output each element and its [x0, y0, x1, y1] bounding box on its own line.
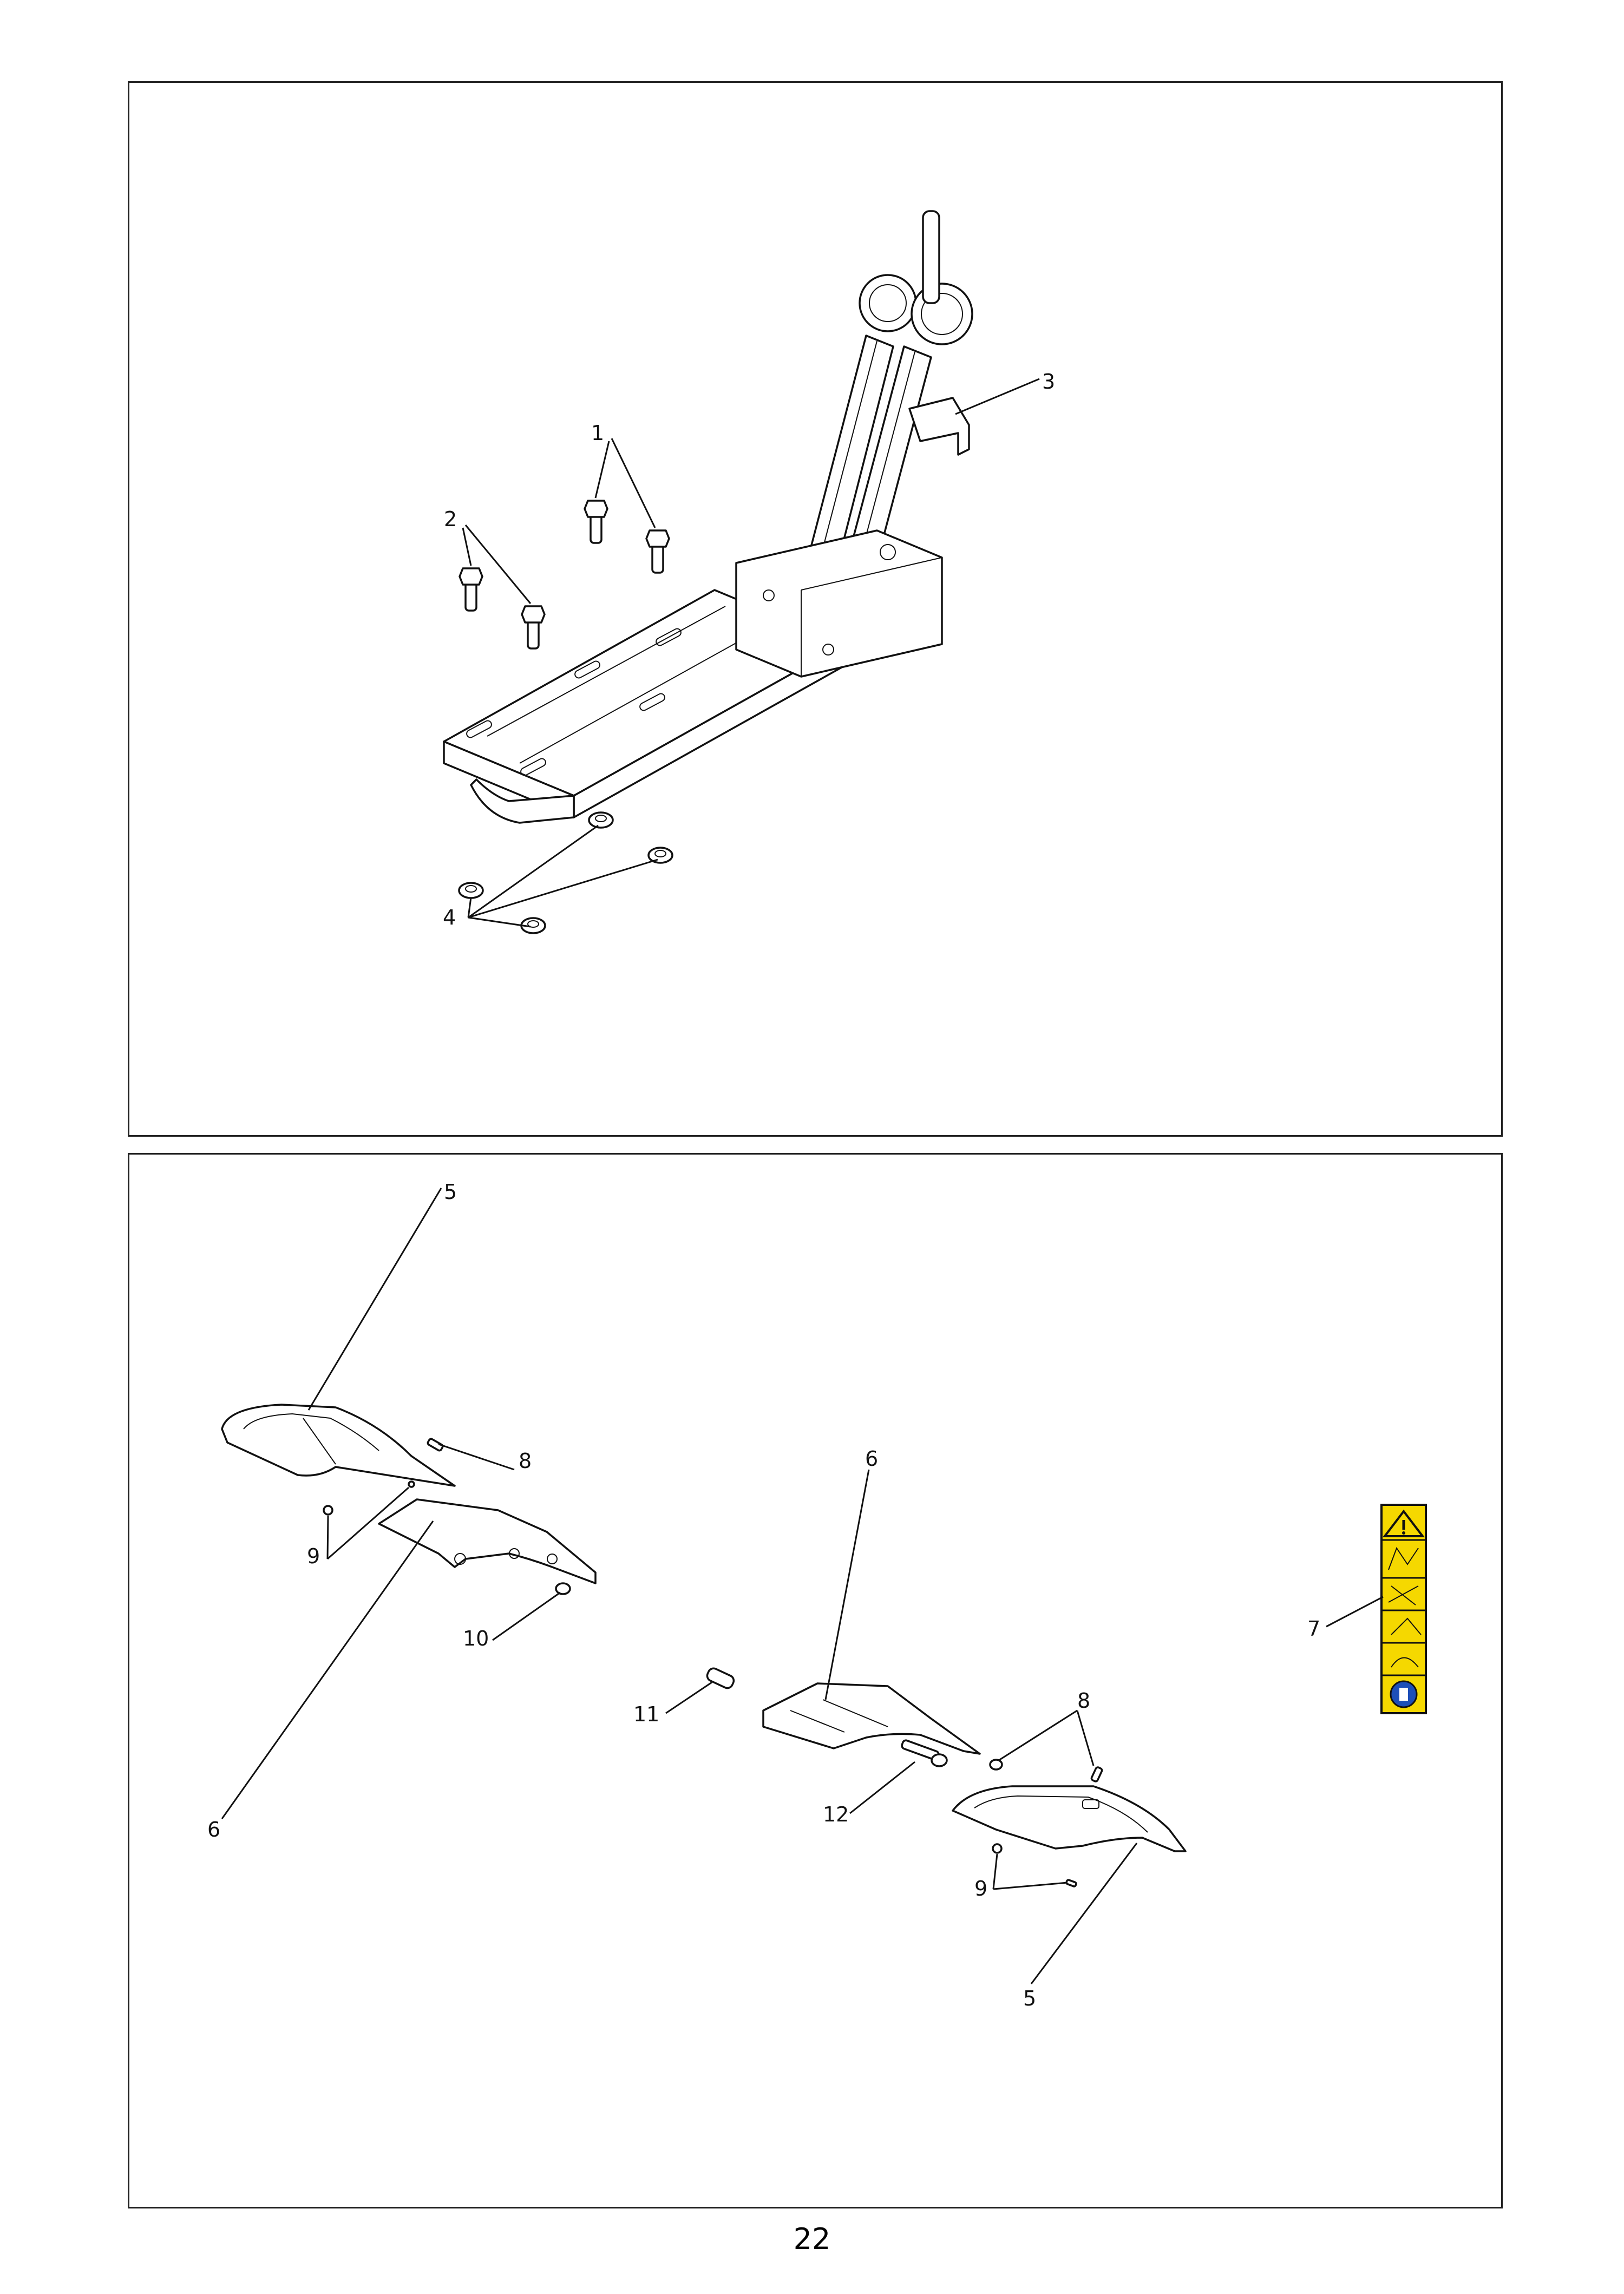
page-number: 22 [793, 2222, 831, 2256]
pin-11 [706, 1667, 735, 1689]
callout-6-left: 6 [207, 1818, 220, 1841]
callout-5-right: 5 [1023, 1987, 1036, 2010]
middle-cover-6 [762, 1682, 981, 1755]
small-hardware-left [323, 1438, 571, 1595]
top-leader-lines [462, 378, 1040, 928]
small-hardware-right [989, 1759, 1103, 1887]
callout-9-right: 9 [974, 1877, 987, 1900]
callout-2: 2 [444, 507, 457, 531]
callout-4: 4 [443, 906, 456, 929]
bottom-leader-lines [221, 1188, 1384, 1984]
callout-9: 9 [307, 1544, 320, 1568]
left-cover-6 [378, 1498, 597, 1584]
callout-1: 1 [591, 421, 604, 445]
callout-5: 5 [444, 1180, 457, 1204]
callout-12: 12 [823, 1803, 849, 1826]
callout-6-middle: 6 [865, 1447, 878, 1471]
flange-nut-set-4 [458, 811, 673, 934]
callout-10: 10 [463, 1627, 489, 1650]
callout-3: 3 [1042, 370, 1055, 394]
callout-7: 7 [1307, 1617, 1320, 1641]
callout-8: 8 [519, 1449, 532, 1473]
callout-11: 11 [633, 1702, 659, 1726]
safety-decal-7 [1380, 1504, 1427, 1714]
right-cover-5 [952, 1785, 1187, 1852]
callout-8-right: 8 [1077, 1689, 1090, 1713]
bolt-set-2 [459, 567, 546, 650]
main-frame-assembly [443, 210, 973, 824]
left-cover-5 [221, 1404, 456, 1487]
bolt-12 [901, 1739, 948, 1767]
bolt-set-1 [584, 500, 670, 574]
